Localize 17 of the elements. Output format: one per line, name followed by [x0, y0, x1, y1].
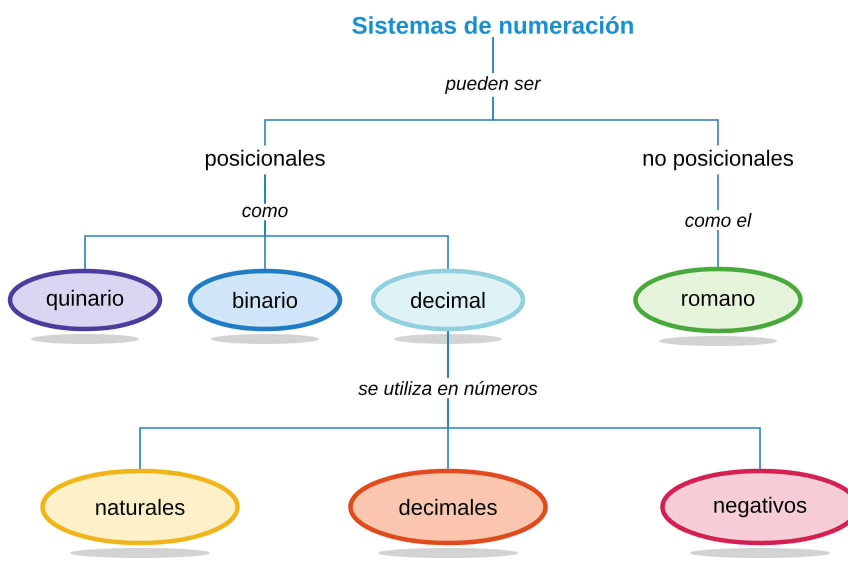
oval-node: decimales	[348, 468, 548, 546]
oval-node: quinario	[8, 268, 162, 332]
oval-node: naturales	[40, 468, 240, 546]
edge-label: como el	[682, 210, 754, 230]
connector-line	[492, 37, 719, 146]
connector-line	[264, 174, 449, 269]
category-text: no posicionales	[638, 146, 798, 174]
oval-node: binario	[188, 268, 342, 332]
category-text: posicionales	[200, 146, 330, 174]
connector-line	[447, 331, 761, 469]
edge-label: como	[238, 204, 292, 220]
edge-label: pueden ser	[442, 73, 544, 97]
edge-label: se utiliza en números	[355, 378, 541, 398]
oval-node: negativos	[660, 468, 848, 546]
oval-node: romano	[633, 266, 803, 334]
title-text: Sistemas de numeración	[352, 16, 633, 34]
oval-node: decimal	[370, 268, 526, 332]
